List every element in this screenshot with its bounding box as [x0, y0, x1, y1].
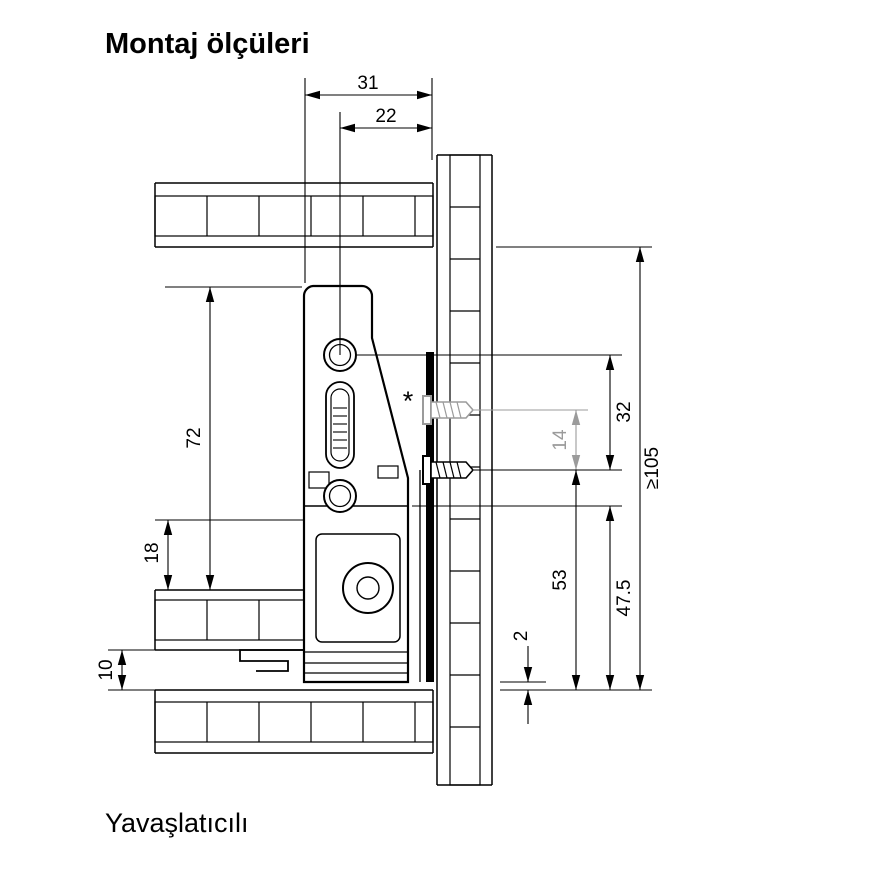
slide-back-wall [426, 352, 434, 682]
dim-label-72: 72 [184, 427, 205, 448]
dim-32: 32 [357, 354, 635, 470]
dim-22: 22 [339, 106, 432, 355]
dim-10: 10 [96, 649, 155, 691]
dim-label-10: 10 [96, 659, 117, 680]
adjustment-slot [325, 381, 355, 469]
screw-main-position [422, 455, 475, 485]
drawer-bottom-panel [154, 589, 305, 651]
adjustment-gear-teeth [333, 407, 347, 449]
dim-label-32: 32 [614, 401, 635, 422]
damper-housing [315, 533, 401, 643]
dim-label-53: 53 [550, 569, 571, 590]
dim-31: 31 [304, 73, 433, 283]
caption-soft-close: Yavaşlatıcılı [105, 808, 249, 838]
dim-min-105: ≥105 [496, 246, 663, 691]
asterisk-note: * [403, 386, 414, 416]
page-title: Montaj ölçüleri [105, 28, 310, 60]
dim-2: 2 [500, 631, 546, 724]
cabinet-top-panel [154, 182, 434, 248]
slide-outline [302, 284, 410, 684]
roller-wheel [342, 562, 394, 614]
dim-47-5: 47.5 [412, 505, 635, 690]
dim-14-gray: 14 [474, 409, 588, 470]
roller-hub [356, 576, 380, 600]
dim-label-22: 22 [375, 106, 396, 127]
dim-18: 18 [142, 519, 304, 590]
dim-label-18: 18 [142, 542, 163, 563]
drawer-slide-profile [239, 284, 434, 684]
dim-72: 72 [165, 286, 302, 590]
screw-alt-position [422, 395, 475, 425]
cabinet-bottom-panel [154, 689, 434, 754]
dim-53: 53 [474, 469, 622, 690]
dim-label-47-5: 47.5 [614, 580, 635, 617]
dim-label-14: 14 [550, 429, 571, 451]
lower-mounting-hole [323, 479, 357, 513]
dim-label-2: 2 [511, 631, 532, 642]
dim-label-min-105: ≥105 [642, 447, 663, 489]
dim-label-31: 31 [357, 73, 378, 94]
bottom-hook-lip [239, 649, 304, 672]
